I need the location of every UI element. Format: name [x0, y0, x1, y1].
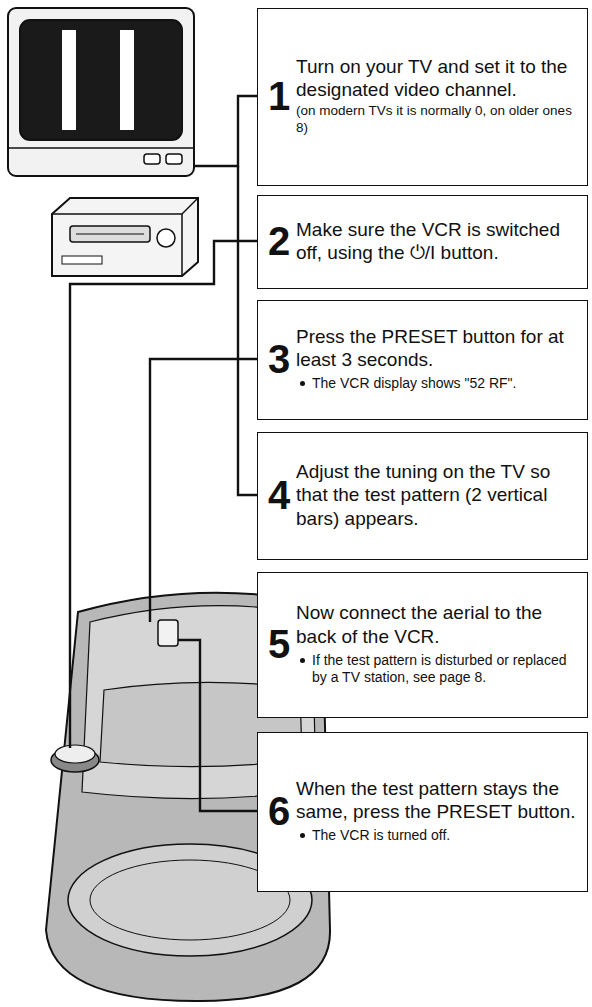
bullet-note: The VCR display shows "52 RF".: [296, 375, 579, 393]
step-number: 5: [262, 624, 296, 664]
tv-set: [8, 8, 194, 176]
step-body: Press the PRESET button for at least 3 s…: [296, 325, 579, 393]
leader-line: [178, 640, 258, 811]
step-text: Adjust the tuning on the TV so that the …: [296, 460, 579, 530]
step-number: 1: [262, 76, 296, 116]
bullet-dot: [300, 833, 305, 838]
step-text: Turn on your TV and set it to the design…: [296, 55, 579, 101]
step-box: 5Now connect the aerial to the back of t…: [257, 572, 588, 718]
step-box: 2Make sure the VCR is switched off, usin…: [257, 195, 588, 289]
step-number: 6: [262, 791, 296, 831]
remote-control: [46, 593, 330, 1001]
leader-line: [194, 96, 258, 166]
step-box: 6When the test pattern stays the same, p…: [257, 732, 588, 892]
step-text: Now connect the aerial to the back of th…: [296, 601, 579, 647]
step-body: Now connect the aerial to the back of th…: [296, 601, 579, 686]
leader-line: [70, 241, 258, 748]
step-number: 3: [262, 339, 296, 379]
step-body: When the test pattern stays the same, pr…: [296, 777, 579, 845]
step-body: Make sure the VCR is switched off, using…: [296, 218, 579, 264]
bullet-dot: [300, 658, 305, 663]
small-note: (on modern TVs it is normally 0, on olde…: [296, 103, 579, 137]
bullet-note: If the test pattern is disturbed or repl…: [296, 652, 579, 687]
step-box: 4Adjust the tuning on the TV so that the…: [257, 432, 588, 560]
bullet-note: The VCR is turned off.: [296, 827, 579, 845]
step-text: Press the PRESET button for at least 3 s…: [296, 325, 579, 371]
step-body: Turn on your TV and set it to the design…: [296, 55, 579, 137]
step-body: Adjust the tuning on the TV so that the …: [296, 460, 579, 530]
vcr: [52, 198, 198, 276]
step-box: 3Press the PRESET button for at least 3 …: [257, 300, 588, 420]
step-box: 1Turn on your TV and set it to the desig…: [257, 8, 588, 186]
bullet-dot: [300, 381, 305, 386]
leader-line: [238, 166, 258, 495]
step-number: 4: [262, 475, 296, 515]
step-text: When the test pattern stays the same, pr…: [296, 777, 579, 823]
step-text: Make sure the VCR is switched off, using…: [296, 218, 579, 264]
leader-line: [150, 359, 258, 622]
step-number: 2: [262, 221, 296, 261]
